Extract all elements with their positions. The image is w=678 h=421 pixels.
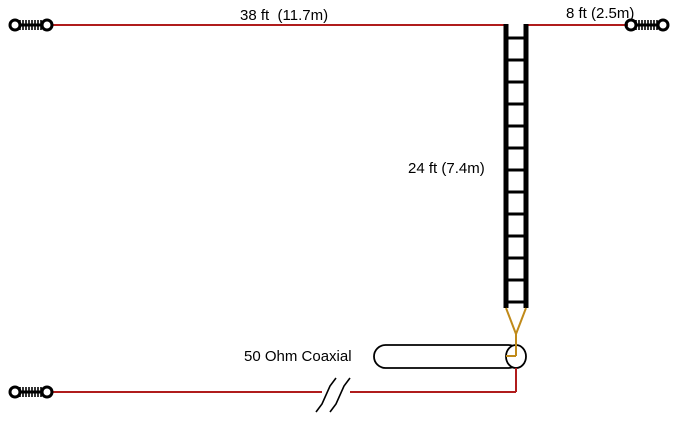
- coax-label: 50 Ohm Coaxial: [244, 348, 352, 365]
- insulator-top-right-icon: [624, 18, 670, 32]
- cable-break-icon: [315, 377, 351, 413]
- insulator-bottom-left-icon: [8, 385, 54, 399]
- right-wire-length-label: 8 ft (2.5m): [566, 5, 635, 22]
- ladder-line-length-label: 24 ft (7.4m): [408, 160, 485, 177]
- left-wire-length-label: 38 ft (11.7m): [240, 7, 329, 24]
- insulator-top-left-icon: [8, 18, 54, 32]
- ladder-line: [503, 24, 529, 308]
- coax-cable: [373, 334, 527, 369]
